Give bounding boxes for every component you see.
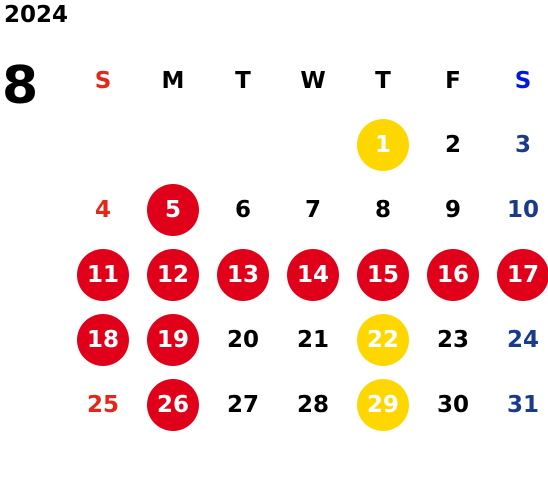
- day-number-yellow-marked[interactable]: 29: [357, 378, 409, 431]
- day-number-red-marked[interactable]: 16: [427, 248, 479, 301]
- day-number[interactable]: 4: [94, 196, 111, 223]
- weekday-cell: F: [418, 50, 488, 112]
- day-number[interactable]: 24: [506, 326, 539, 353]
- weekday-cell: T: [208, 50, 278, 112]
- week-row: 25 26 27 28 29 30 31: [68, 372, 548, 437]
- day-cell[interactable]: 17: [488, 242, 548, 307]
- weekday-cell: S: [488, 50, 548, 112]
- day-number-red-marked[interactable]: 14: [287, 248, 339, 301]
- day-number[interactable]: 28: [296, 391, 329, 418]
- day-number[interactable]: 2: [444, 131, 461, 158]
- day-cell: [278, 112, 348, 177]
- month-label: 8: [2, 56, 39, 116]
- day-cell[interactable]: 29: [348, 372, 418, 437]
- day-cell[interactable]: 18: [68, 307, 138, 372]
- day-cell[interactable]: 4: [68, 177, 138, 242]
- week-row: 11 12 13 14 15 16 17: [68, 242, 548, 307]
- weekday-label: F: [445, 68, 461, 94]
- day-number[interactable]: 30: [436, 391, 469, 418]
- day-number[interactable]: 21: [296, 326, 329, 353]
- weekday-cell: W: [278, 50, 348, 112]
- week-row: 1 2 3: [68, 112, 548, 177]
- day-number[interactable]: 7: [304, 196, 321, 223]
- weekday-label: S: [94, 68, 112, 94]
- day-cell[interactable]: 14: [278, 242, 348, 307]
- day-cell[interactable]: 5: [138, 177, 208, 242]
- week-row: 18 19 20 21 22 23 24: [68, 307, 548, 372]
- weekday-cell: T: [348, 50, 418, 112]
- weekday-label: S: [514, 68, 532, 94]
- weekday-cell: M: [138, 50, 208, 112]
- day-cell[interactable]: 19: [138, 307, 208, 372]
- day-cell[interactable]: 22: [348, 307, 418, 372]
- day-cell[interactable]: 9: [418, 177, 488, 242]
- day-number-yellow-marked[interactable]: 22: [357, 313, 409, 366]
- year-label: 2024: [4, 2, 69, 28]
- day-number[interactable]: 31: [506, 391, 539, 418]
- day-number[interactable]: 8: [374, 196, 391, 223]
- day-number-red-marked[interactable]: 5: [147, 183, 199, 236]
- day-cell[interactable]: 20: [208, 307, 278, 372]
- weekday-label: T: [375, 68, 391, 94]
- day-number[interactable]: 3: [514, 131, 531, 158]
- day-cell[interactable]: 15: [348, 242, 418, 307]
- day-number-yellow-marked[interactable]: 1: [357, 118, 409, 171]
- day-cell[interactable]: 10: [488, 177, 548, 242]
- day-number-red-marked[interactable]: 13: [217, 248, 269, 301]
- day-number[interactable]: 9: [444, 196, 461, 223]
- day-cell[interactable]: 23: [418, 307, 488, 372]
- weekday-label: M: [161, 68, 185, 94]
- day-cell[interactable]: 11: [68, 242, 138, 307]
- day-number-red-marked[interactable]: 18: [77, 313, 129, 366]
- day-cell[interactable]: 16: [418, 242, 488, 307]
- day-number-red-marked[interactable]: 11: [77, 248, 129, 301]
- day-cell[interactable]: 25: [68, 372, 138, 437]
- day-cell[interactable]: 8: [348, 177, 418, 242]
- weekday-cell: S: [68, 50, 138, 112]
- day-cell[interactable]: 12: [138, 242, 208, 307]
- day-number-red-marked[interactable]: 17: [497, 248, 548, 301]
- day-number-red-marked[interactable]: 26: [147, 378, 199, 431]
- day-cell[interactable]: 28: [278, 372, 348, 437]
- day-cell[interactable]: 21: [278, 307, 348, 372]
- weekday-label: T: [235, 68, 251, 94]
- day-cell: [68, 112, 138, 177]
- weekday-label: W: [300, 68, 326, 94]
- day-cell: [138, 112, 208, 177]
- day-cell[interactable]: 1: [348, 112, 418, 177]
- day-cell[interactable]: 3: [488, 112, 548, 177]
- day-cell[interactable]: 6: [208, 177, 278, 242]
- day-cell[interactable]: 27: [208, 372, 278, 437]
- day-cell[interactable]: 31: [488, 372, 548, 437]
- day-cell[interactable]: 2: [418, 112, 488, 177]
- day-cell[interactable]: 30: [418, 372, 488, 437]
- day-number-red-marked[interactable]: 12: [147, 248, 199, 301]
- day-cell[interactable]: 13: [208, 242, 278, 307]
- day-number-red-marked[interactable]: 19: [147, 313, 199, 366]
- week-row: 4 5 6 7 8 9 10: [68, 177, 548, 242]
- day-number[interactable]: 10: [506, 196, 539, 223]
- day-number[interactable]: 20: [226, 326, 259, 353]
- day-number-red-marked[interactable]: 15: [357, 248, 409, 301]
- day-number[interactable]: 25: [86, 391, 119, 418]
- day-cell[interactable]: 24: [488, 307, 548, 372]
- day-number[interactable]: 27: [226, 391, 259, 418]
- day-number[interactable]: 6: [234, 196, 251, 223]
- day-cell[interactable]: 7: [278, 177, 348, 242]
- day-cell[interactable]: 26: [138, 372, 208, 437]
- day-cell: [208, 112, 278, 177]
- day-number[interactable]: 23: [436, 326, 469, 353]
